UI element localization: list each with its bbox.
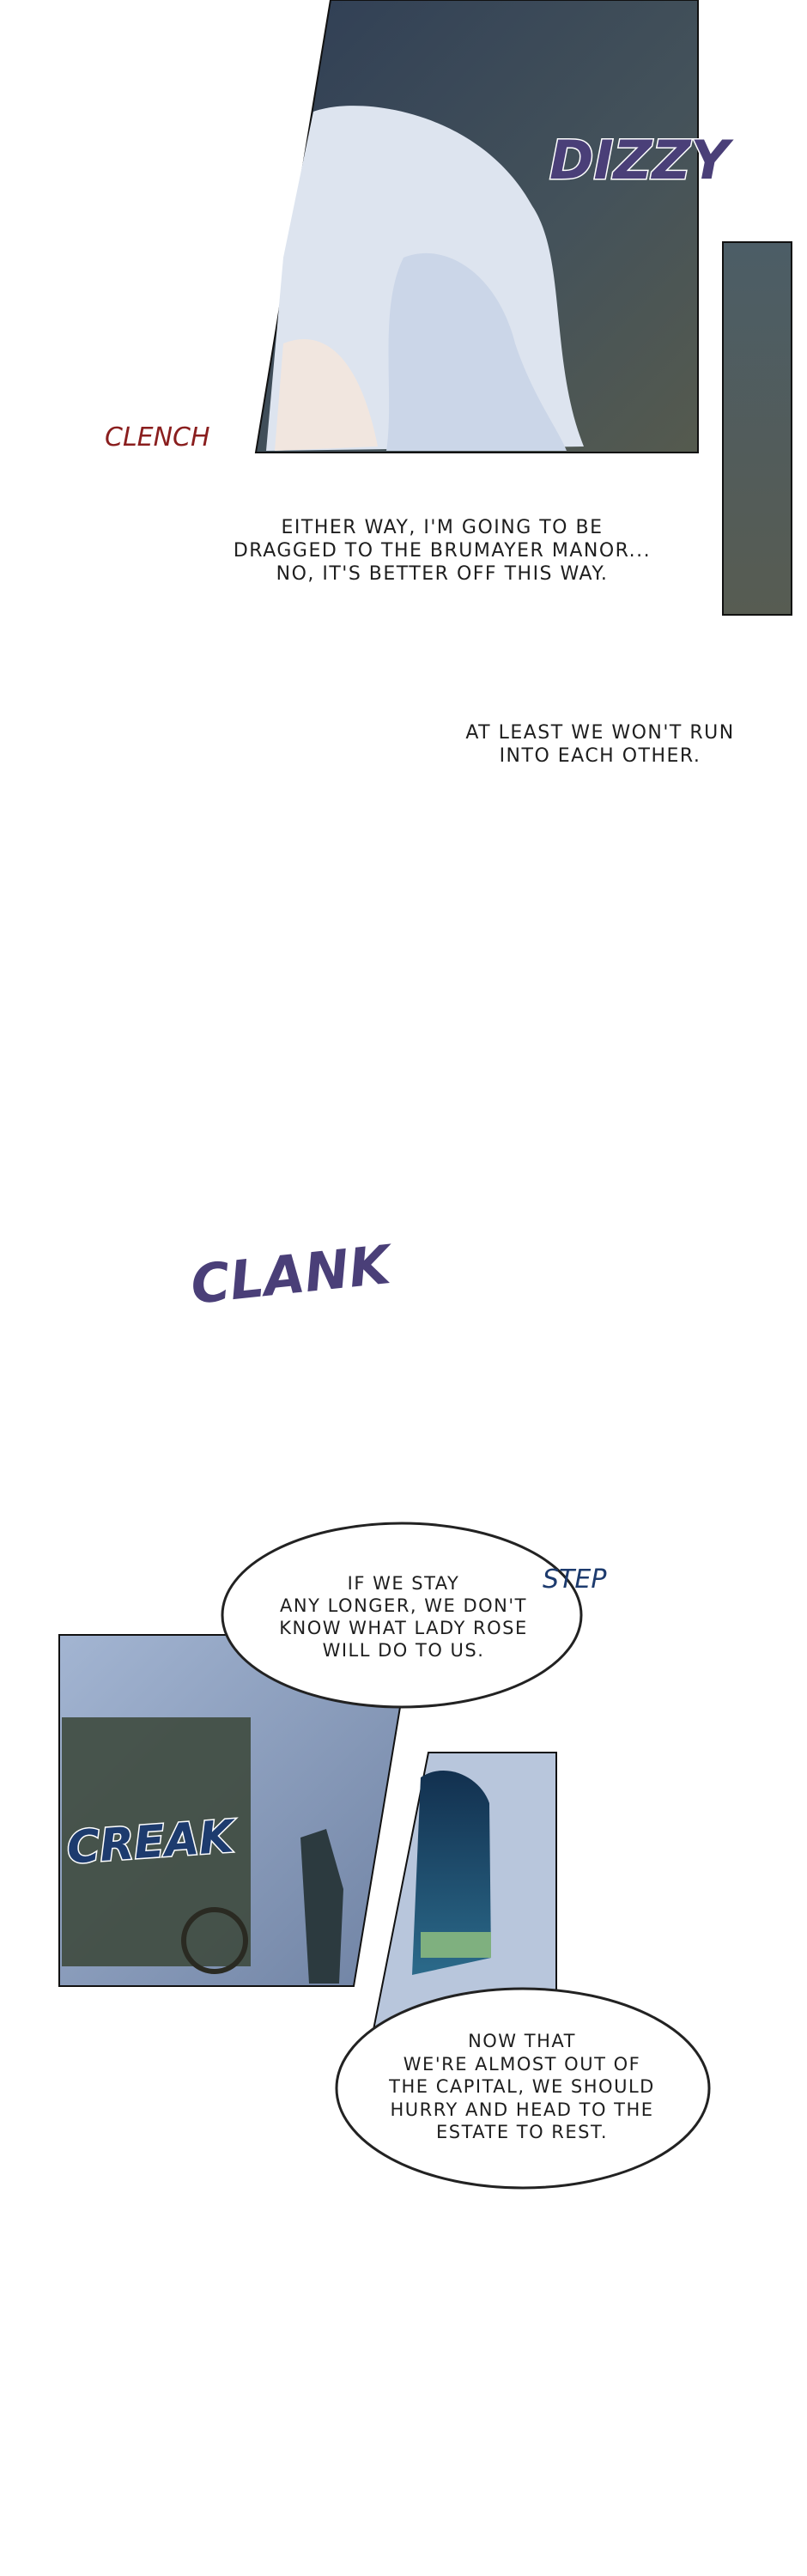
- speech-bubble-1: [221, 1522, 583, 1709]
- panel-archway: [367, 1752, 557, 2052]
- panel-wagon: [58, 1634, 414, 1987]
- speech-bubble-2: [335, 1987, 711, 2190]
- sfx-step: STEP: [543, 1564, 607, 1595]
- sfx-dizzy: DIZZY: [548, 128, 730, 193]
- sfx-clench: CLENCH: [105, 422, 210, 453]
- narration-caption-1: EITHER WAY, I'M GOING TO BE DRAGGED TO T…: [233, 517, 652, 585]
- panel-silver-hair: [254, 0, 699, 453]
- narration-caption-2: AT LEAST WE WON'T RUN INTO EACH OTHER.: [465, 722, 735, 767]
- panel-thin-right: [722, 241, 792, 616]
- speech-bubble-2-text: NOW THAT WE'RE ALMOST OUT OF THE CAPITAL…: [389, 2031, 655, 2142]
- speech-bubble-1-text: IF WE STAY ANY LONGER, WE DON'T KNOW WHA…: [279, 1573, 528, 1661]
